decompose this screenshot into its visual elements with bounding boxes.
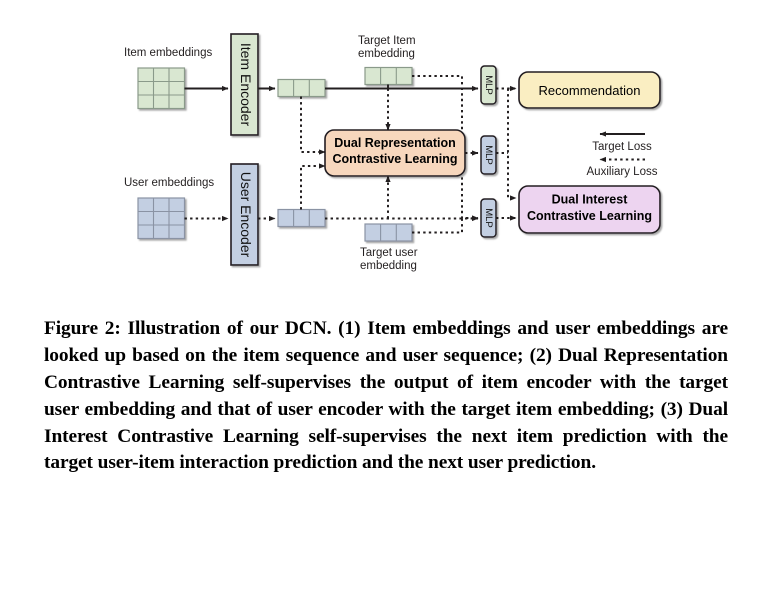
user-representation-cells <box>277 208 326 228</box>
item-embeddings-label: Item embeddings <box>124 47 212 59</box>
dual-interest-label-line1: Dual Interest <box>552 193 629 207</box>
arrow-item-repr-to-drcl <box>300 96 326 155</box>
mlp-block-2-label: MLP <box>483 145 494 165</box>
arrow-target-user-to-mlp2 <box>412 218 463 234</box>
dual-representation-box: Dual Representation Contrastive Learning <box>324 129 466 177</box>
item-representation-cells <box>277 78 326 98</box>
recommendation-label: Recommendation <box>539 83 641 98</box>
target-user-embedding-cells <box>364 223 413 242</box>
legend-auxiliary-loss-label: Auxiliary Loss <box>587 166 658 178</box>
dual-interest-box: Dual Interest Contrastive Learning <box>518 185 661 234</box>
item-encoder-box: Item Encoder <box>230 33 259 136</box>
dual-interest-label-line2: Contrastive Learning <box>527 209 652 223</box>
arrow-user-repr-to-drcl <box>300 163 326 210</box>
figure-caption: Figure 2: Illustration of our DCN. (1) I… <box>44 318 728 474</box>
dual-representation-label-line2: Contrastive Learning <box>332 152 457 166</box>
target-user-embedding-label-line1: Target user <box>360 247 418 259</box>
target-item-embedding-label-line1: Target Item <box>358 35 416 47</box>
mlp-block-1: MLP <box>480 65 497 105</box>
dual-representation-label-line1: Dual Representation <box>334 136 456 150</box>
legend-target-loss-label: Target Loss <box>592 141 652 153</box>
mlp-block-3: MLP <box>480 198 497 238</box>
arrow-mlp1-bus-to-dicl <box>507 88 517 201</box>
user-encoder-box: User Encoder <box>230 163 259 266</box>
target-user-embedding-label-line2: embedding <box>360 260 417 272</box>
mlp-block-2: MLP <box>480 135 497 175</box>
recommendation-box: Recommendation <box>518 71 661 109</box>
item-embeddings-grid <box>137 67 186 110</box>
mlp-block-3-label: MLP <box>483 208 494 228</box>
user-embeddings-grid <box>137 197 186 240</box>
user-encoder-label: User Encoder <box>238 172 254 258</box>
target-item-embedding-cells <box>364 66 413 86</box>
item-encoder-label: Item Encoder <box>238 43 254 127</box>
legend-target-loss: Target Loss <box>592 131 652 153</box>
mlp-block-1-label: MLP <box>483 75 494 95</box>
legend-auxiliary-loss: Auxiliary Loss <box>587 156 658 178</box>
figure-diagram: Item embeddings Item Encoder <box>124 33 661 272</box>
user-embeddings-label: User embeddings <box>124 177 214 189</box>
target-item-embedding-label-line2: embedding <box>358 48 415 60</box>
